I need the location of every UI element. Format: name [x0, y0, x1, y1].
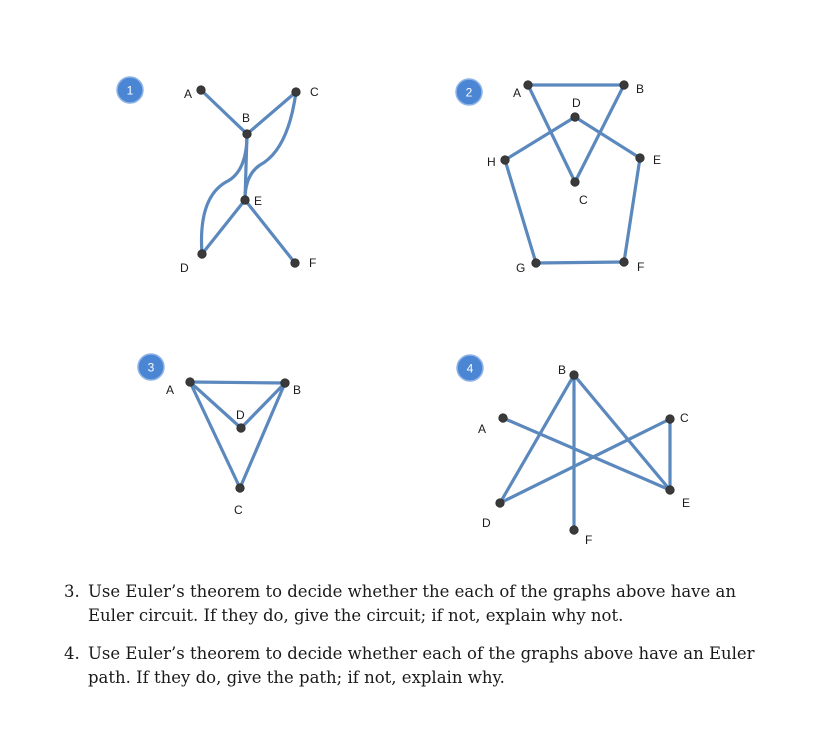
vertex-F — [290, 258, 300, 268]
edge-B-D — [498, 373, 576, 505]
graph-number-label: 1 — [127, 84, 134, 98]
edge-B-E — [572, 373, 672, 492]
vertex-D — [495, 498, 505, 508]
vertex-A — [185, 377, 195, 387]
edge-D-E — [200, 198, 247, 256]
vertex-label-B: B — [636, 82, 644, 96]
question-4: 4. Use Euler’s theorem to decide whether… — [64, 642, 784, 690]
graph-2: A B C D E F G H 2 — [455, 78, 661, 275]
vertex-label-D: D — [482, 516, 491, 530]
vertex-label-E: E — [254, 194, 262, 208]
edge-B-D — [199, 132, 249, 256]
graph-1: A B C D E F 1 — [116, 76, 319, 275]
vertex-A — [498, 413, 508, 423]
edge-B-C — [238, 381, 287, 490]
vertex-label-H: H — [487, 155, 496, 169]
vertex-F — [619, 257, 629, 267]
graph-number-badge — [116, 76, 144, 104]
vertex-label-C: C — [310, 85, 319, 99]
edge-E-F — [243, 198, 297, 265]
vertex-label-E: E — [682, 496, 690, 510]
vertex-E — [240, 195, 250, 205]
vertex-label-A: A — [478, 422, 486, 436]
vertex-label-A: A — [184, 87, 192, 101]
edge-B-D — [239, 381, 287, 430]
edge-A-C — [526, 83, 577, 184]
vertex-B — [569, 370, 579, 380]
edge-A-E — [501, 416, 672, 492]
question-4-text: Use Euler’s theorem to decide whether ea… — [88, 644, 755, 687]
vertex-label-D: D — [236, 408, 245, 422]
vertex-A — [523, 80, 533, 90]
vertex-label-F: F — [637, 260, 644, 274]
graph-number-label: 3 — [148, 361, 155, 375]
vertex-label-C: C — [579, 193, 588, 207]
vertex-label-B: B — [242, 111, 250, 125]
graph-4: A B C D E F 4 — [456, 354, 690, 547]
edge-A-D — [188, 380, 243, 430]
vertex-label-C: C — [680, 411, 689, 425]
vertex-H — [500, 155, 510, 165]
edge-D-E — [573, 115, 642, 160]
questions: 3. Use Euler’s theorem to decide whether… — [64, 580, 784, 704]
edge-H-G — [503, 158, 538, 265]
vertex-D — [197, 249, 207, 259]
graph-number-badge — [456, 354, 484, 382]
question-4-number: 4. — [64, 644, 80, 663]
vertex-label-E: E — [653, 153, 661, 167]
graph-3: A B C D 3 — [137, 353, 301, 517]
vertex-label-D: D — [572, 96, 581, 110]
edge-C-D — [498, 417, 672, 505]
vertex-label-A: A — [513, 86, 521, 100]
edge-A-B — [188, 380, 287, 385]
graph-number-badge — [455, 78, 483, 106]
edge-A-B — [199, 88, 249, 136]
vertex-C — [665, 414, 675, 424]
question-3-number: 3. — [64, 582, 80, 601]
vertex-label-F: F — [309, 256, 316, 270]
vertex-B — [242, 129, 252, 139]
vertex-label-D: D — [180, 261, 189, 275]
edge-C-E — [243, 90, 298, 202]
vertex-D — [570, 112, 580, 122]
graph-number-label: 2 — [466, 86, 473, 100]
vertex-E — [635, 153, 645, 163]
vertex-label-F: F — [585, 533, 592, 547]
vertex-F — [569, 525, 579, 535]
vertex-label-A: A — [166, 383, 174, 397]
vertex-B — [619, 80, 629, 90]
vertex-B — [280, 378, 290, 388]
vertex-C — [235, 483, 245, 493]
edge-F-E — [622, 156, 642, 264]
vertex-C — [570, 177, 580, 187]
graph-number-badge — [137, 353, 165, 381]
vertex-A — [196, 85, 206, 95]
vertex-label-G: G — [516, 261, 525, 275]
edge-G-F — [534, 260, 626, 265]
vertex-label-C: C — [234, 503, 243, 517]
edge-H-D — [503, 115, 577, 162]
vertex-E — [665, 485, 675, 495]
graph-number-label: 4 — [467, 362, 474, 376]
vertex-label-B: B — [558, 363, 566, 377]
vertex-C — [291, 87, 301, 97]
edge-B-C — [245, 90, 298, 136]
question-3: 3. Use Euler’s theorem to decide whether… — [64, 580, 784, 628]
vertex-G — [531, 258, 541, 268]
edge-A-C — [188, 380, 242, 490]
question-3-text: Use Euler’s theorem to decide whether th… — [88, 582, 736, 625]
vertex-label-B: B — [293, 383, 301, 397]
vertex-D — [236, 423, 246, 433]
